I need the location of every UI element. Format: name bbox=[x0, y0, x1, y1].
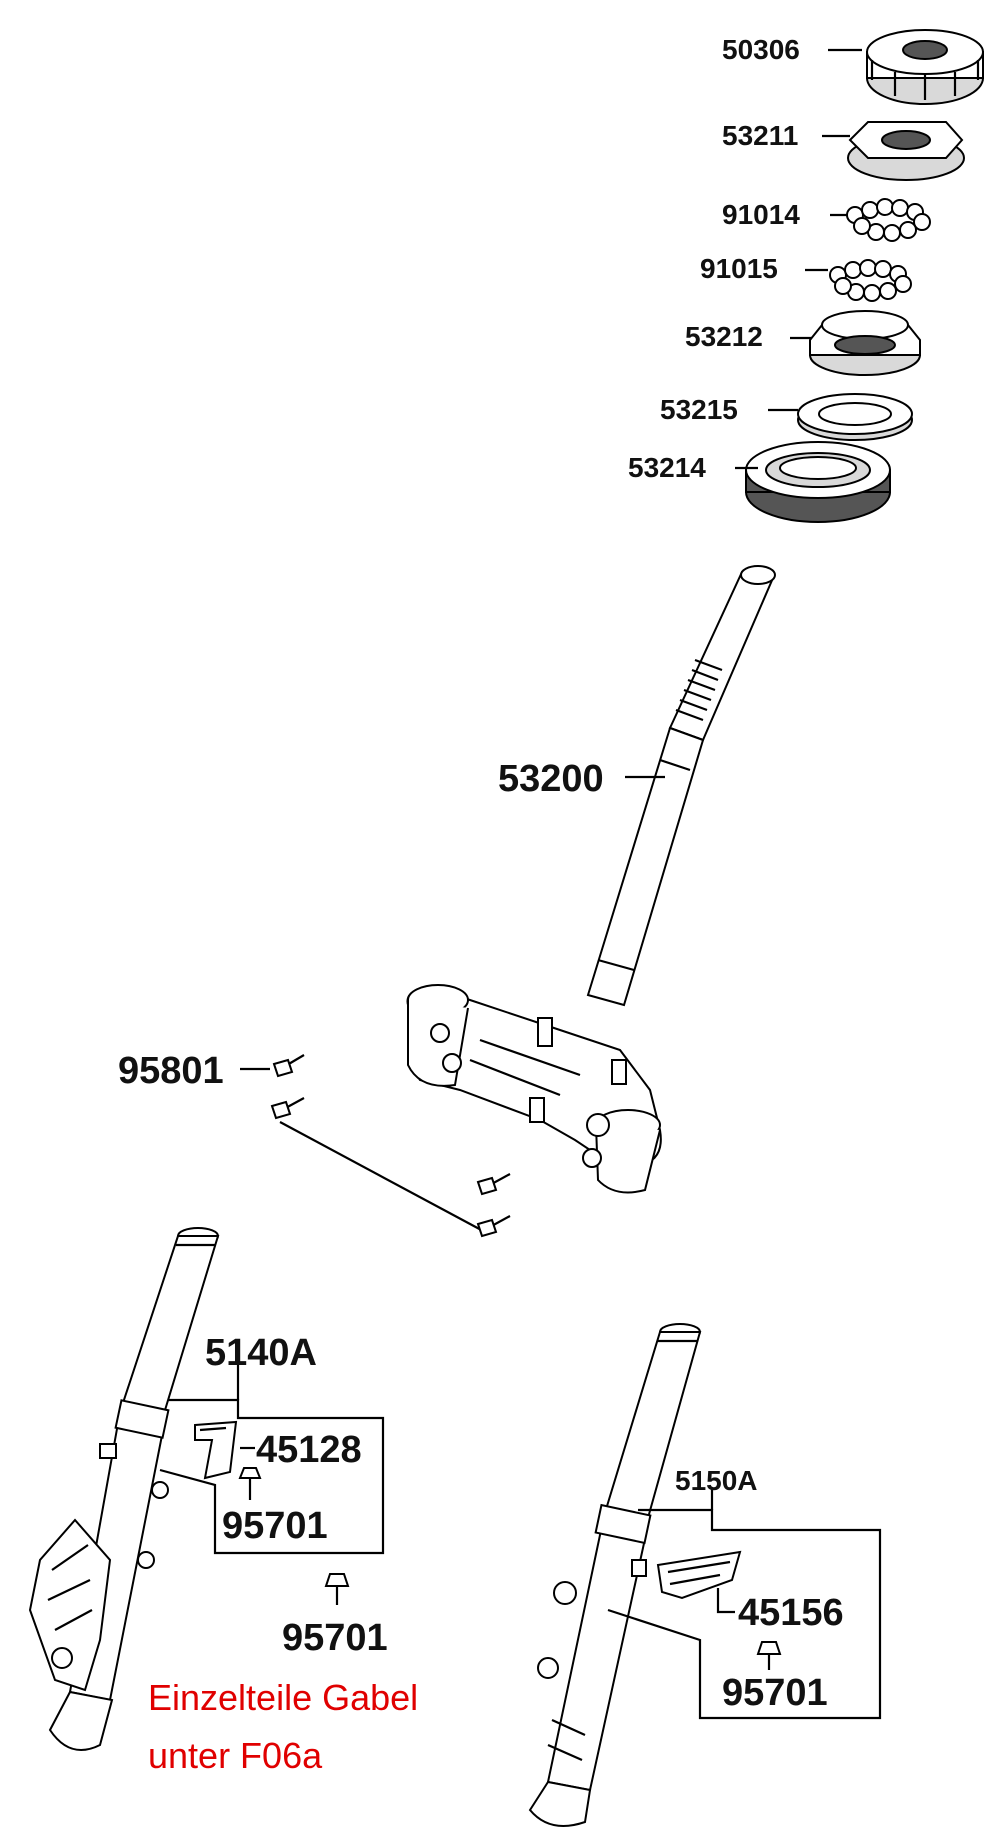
label-91014: 91014 bbox=[722, 199, 800, 230]
part-53215-washer bbox=[797, 393, 913, 441]
label-95701-right-box: 95701 bbox=[722, 1672, 828, 1714]
box-5150A bbox=[607, 1508, 882, 1720]
label-5150A: 5150A bbox=[675, 1465, 758, 1496]
label-95801: 95801 bbox=[118, 1050, 224, 1092]
label-50306: 50306 bbox=[722, 34, 800, 65]
part-53212-bearing-cup bbox=[809, 310, 921, 376]
part-53214-bearing-race bbox=[745, 441, 891, 523]
part-95701-screw-loose bbox=[324, 1573, 350, 1605]
part-53211-hex-nut bbox=[847, 121, 965, 181]
part-95701-screw-right-box bbox=[756, 1641, 782, 1670]
label-53200: 53200 bbox=[498, 758, 604, 800]
leader-45156 bbox=[716, 1588, 735, 1614]
box-5140A bbox=[159, 1398, 385, 1555]
part-5150A-right-fork-leg bbox=[528, 1323, 702, 1827]
part-95701-screw-left-box bbox=[238, 1467, 262, 1494]
label-53211: 53211 bbox=[722, 120, 798, 151]
part-45128-sticker bbox=[194, 1420, 238, 1480]
label-45128: 45128 bbox=[256, 1429, 362, 1471]
part-91014-ball-bearing bbox=[846, 198, 931, 242]
part-95801-bolts bbox=[270, 1054, 511, 1238]
part-53200-steering-stem bbox=[406, 565, 776, 1194]
part-5140A-left-fork-leg bbox=[28, 1227, 220, 1751]
note-line-1: Einzelteile Gabel bbox=[148, 1677, 418, 1718]
part-45156-bracket bbox=[656, 1550, 742, 1600]
label-95701-loose: 95701 bbox=[282, 1617, 388, 1659]
label-95701-left-box: 95701 bbox=[222, 1505, 328, 1547]
note-line-2: unter F06a bbox=[148, 1735, 323, 1776]
part-91015-ball-bearing bbox=[829, 259, 912, 302]
label-45156: 45156 bbox=[738, 1592, 844, 1634]
label-53212: 53212 bbox=[685, 321, 763, 352]
label-53215: 53215 bbox=[660, 394, 738, 425]
label-91015: 91015 bbox=[700, 253, 778, 284]
label-53214: 53214 bbox=[628, 452, 706, 483]
part-50306-knurled-nut bbox=[866, 29, 984, 105]
label-5140A: 5140A bbox=[205, 1332, 317, 1374]
